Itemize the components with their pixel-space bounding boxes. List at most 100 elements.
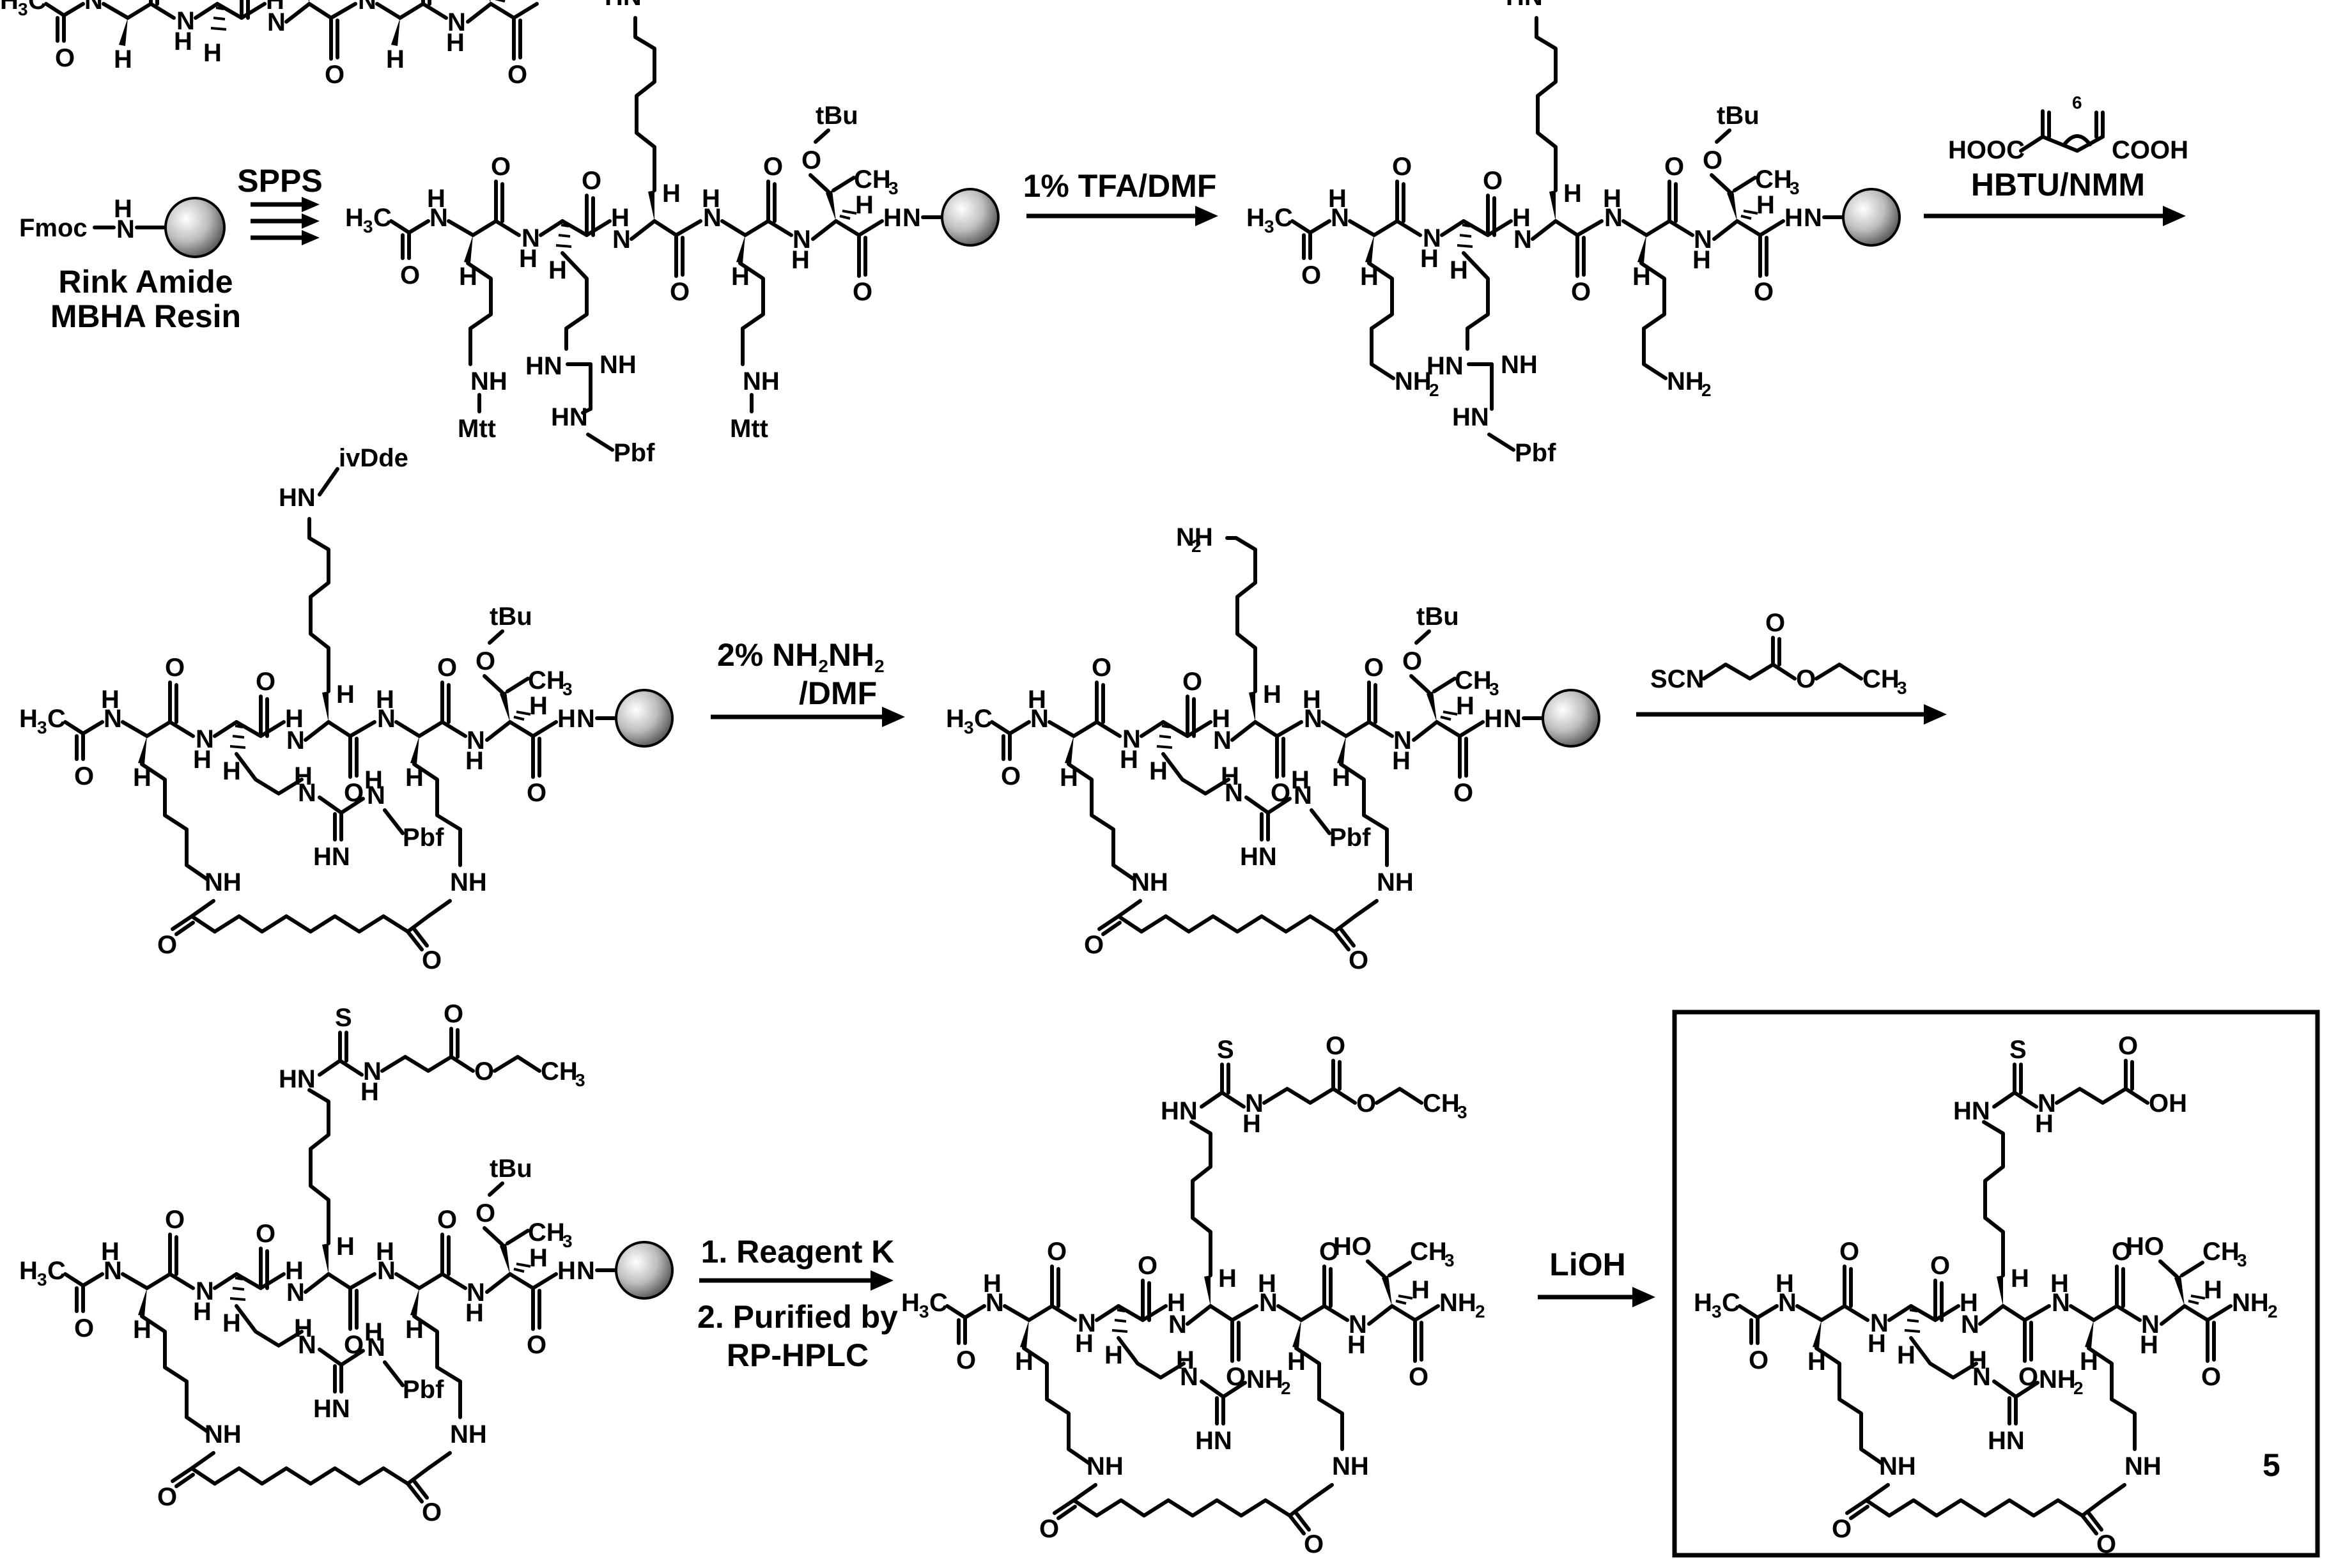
svg-text:tBu: tBu <box>1416 603 1459 631</box>
svg-text:H: H <box>510 0 529 2</box>
svg-text:S: S <box>2009 1036 2027 1064</box>
chain-length: 6 <box>2072 93 2082 112</box>
svg-text:Pbf: Pbf <box>1329 824 1371 852</box>
svg-text:N: N <box>298 1331 316 1359</box>
svg-text:H: H <box>360 1078 379 1106</box>
svg-text:3: 3 <box>1489 679 1499 699</box>
reagent-hooc: HOOC <box>1948 136 2025 164</box>
svg-text:N: N <box>576 705 595 733</box>
resin-h: H <box>114 195 132 223</box>
final-product: NH 2 NH O O NH H N HN NH 2 HN S N H O <box>1694 1032 2278 1558</box>
intermediate-1: H N NH Mtt HN NH HN Pbf HN ivDde NH Mtt … <box>345 0 1000 467</box>
svg-text:O: O <box>422 1498 442 1526</box>
reagent-ch3: CH <box>1862 665 1900 693</box>
svg-text:NH: NH <box>600 351 637 379</box>
svg-text:NH: NH <box>1395 367 1432 396</box>
intermediate-6-deprotected: NH 2 NH O O NH H N HN NH 2 HN S N H O <box>901 1032 1485 1558</box>
svg-text:CH: CH <box>528 666 565 695</box>
svg-text:O: O <box>2096 1530 2116 1558</box>
svg-text:N: N <box>367 781 385 810</box>
svg-text:O: O <box>1402 647 1422 675</box>
svg-text:ivDde: ivDde <box>339 444 408 472</box>
step3-label: HBTU/NMM <box>1971 167 2145 203</box>
reagent-scn: SCN <box>1650 665 1704 693</box>
svg-text:H: H <box>1291 766 1310 794</box>
mtt-label: Mtt <box>730 415 768 443</box>
svg-text:NH: NH <box>1332 1452 1369 1480</box>
svg-text:O: O <box>1356 1089 1376 1118</box>
svg-text:2: 2 <box>1281 1378 1291 1398</box>
svg-text:O: O <box>1304 1530 1324 1558</box>
resin-bead <box>941 188 1000 247</box>
svg-text:NH: NH <box>470 367 507 396</box>
step6-arrow: 1. Reagent K 2. Purified by RP-HPLC <box>697 1234 898 1373</box>
svg-text:S: S <box>335 1004 352 1032</box>
svg-text:NH: NH <box>2039 1365 2076 1394</box>
svg-text:HN: HN <box>1988 1427 2025 1455</box>
svg-text:N: N <box>902 204 921 232</box>
svg-text:N: N <box>1503 705 1522 733</box>
svg-text:O: O <box>325 61 344 89</box>
svg-text:HN: HN <box>279 484 316 512</box>
svg-text:Pbf: Pbf <box>403 1376 444 1404</box>
svg-text:H: H <box>2035 1110 2054 1138</box>
svg-text:O: O <box>55 44 75 72</box>
svg-text:NH: NH <box>450 868 487 896</box>
svg-text:HN: HN <box>1240 843 1277 871</box>
svg-text:O: O <box>444 1000 463 1028</box>
svg-text:O: O <box>1832 1515 1852 1543</box>
step5-arrow: SCN O O CH 3 <box>1636 609 1947 725</box>
svg-text:Pbf: Pbf <box>1515 439 1556 467</box>
resin-n: N <box>116 215 135 243</box>
svg-text:HN: HN <box>1953 1097 1990 1125</box>
svg-text:3: 3 <box>1897 678 1907 698</box>
svg-text:CH: CH <box>1755 165 1792 194</box>
svg-text:HN: HN <box>313 1395 350 1423</box>
peptide-backbone-template: H 3 C O H N H O N H H O H N <box>0 0 539 89</box>
svg-text:N: N <box>358 0 376 15</box>
svg-text:H: H <box>114 45 132 73</box>
svg-text:H: H <box>883 204 902 232</box>
intermediate-4-cyclic: H N NH O O NH H N HN H N Pbf NH 2 O tBu <box>946 523 1600 974</box>
svg-text:H: H <box>1784 204 1803 232</box>
svg-text:N: N <box>1245 1089 1264 1118</box>
resin-type: MBHA Resin <box>50 298 241 334</box>
svg-text:N: N <box>1225 779 1243 807</box>
svg-text:HO: HO <box>1333 1233 1372 1261</box>
svg-text:H: H <box>1176 1346 1195 1374</box>
svg-text:N: N <box>267 8 286 36</box>
svg-text:O: O <box>157 931 177 959</box>
svg-text:HN: HN <box>1161 1097 1198 1125</box>
svg-text:O: O <box>157 1483 177 1511</box>
svg-text:O: O <box>474 1057 494 1086</box>
svg-text:CH: CH <box>1455 666 1492 695</box>
svg-text:2: 2 <box>1429 380 1439 400</box>
resin-name: Rink Amide <box>58 264 233 300</box>
mtt-label: Mtt <box>458 415 496 443</box>
svg-text:OH: OH <box>2149 1089 2187 1118</box>
svg-text:NH: NH <box>1439 1289 1476 1317</box>
svg-text:O: O <box>476 1199 495 1227</box>
resin-bead <box>615 689 674 748</box>
svg-text:3: 3 <box>2237 1250 2247 1270</box>
svg-text:N: N <box>298 779 316 807</box>
svg-text:O: O <box>1349 946 1368 974</box>
svg-text:NH: NH <box>1246 1365 1283 1394</box>
starting-resin: Fmoc H N Rink Amide MBHA Resin <box>19 195 241 334</box>
step6-line1: 1. Reagent K <box>701 1234 895 1270</box>
svg-text:H: H <box>364 1318 383 1346</box>
svg-text:NH: NH <box>743 367 780 396</box>
svg-text:H: H <box>557 1257 576 1285</box>
svg-text:N: N <box>2038 1089 2056 1118</box>
step1-arrow: SPPS <box>237 163 323 245</box>
svg-text:NH: NH <box>1176 523 1213 551</box>
svg-text:NH: NH <box>1131 868 1168 896</box>
svg-text:HN: HN <box>313 843 350 871</box>
svg-text:O: O <box>422 946 442 974</box>
svg-text:H: H <box>1242 1110 1261 1138</box>
svg-text:O: O <box>1703 146 1722 174</box>
acetyl-h: H <box>0 0 19 15</box>
intermediate-3-cyclic: H N NH O O NH H N HN H N Pbf HN ivDde O <box>19 444 674 974</box>
compound-number: 5 <box>2263 1447 2280 1483</box>
